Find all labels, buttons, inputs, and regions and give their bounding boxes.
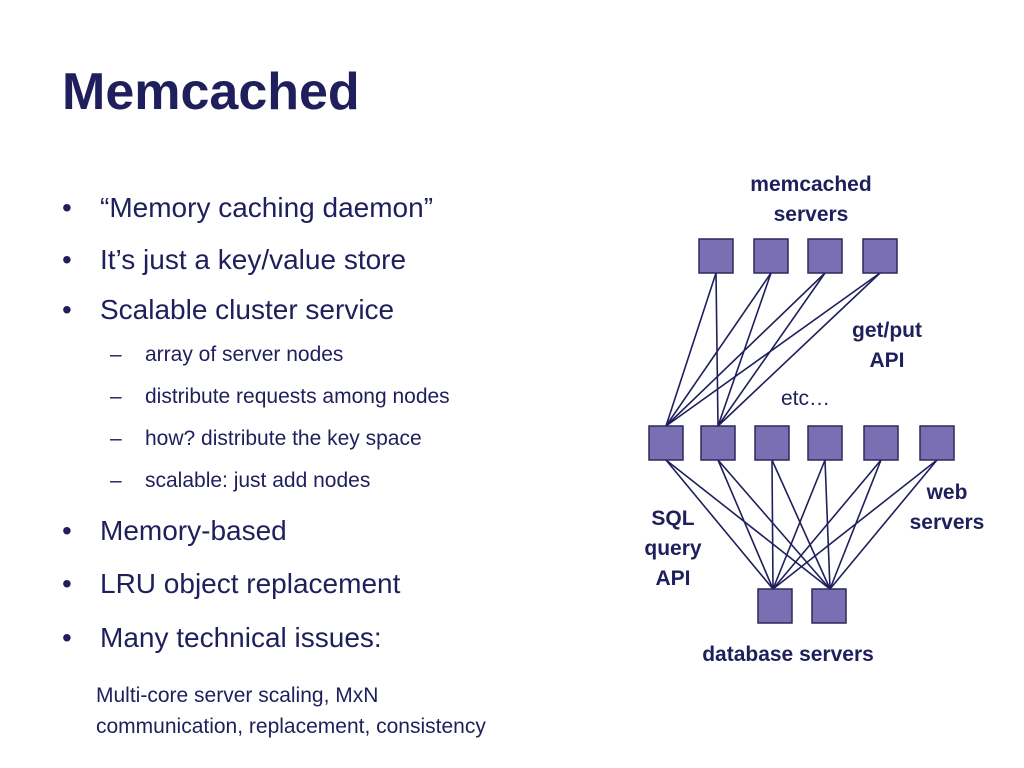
memcached-web-link (715, 272, 719, 427)
memcached-web-link (665, 272, 881, 427)
database-servers-label: database servers (702, 643, 874, 666)
web-db-link (665, 459, 774, 590)
sql-query-api-label: SQL query API (644, 507, 702, 590)
memcached-web-link (665, 272, 826, 427)
get-put-api-label: get/put API (852, 319, 922, 372)
memcached-web-link (717, 272, 881, 427)
database-server-node (757, 588, 793, 624)
database-server-node (811, 588, 847, 624)
web-db-link (665, 459, 831, 590)
technical-issues-note: Multi-core server scaling, MxN communica… (96, 684, 486, 738)
web-server-node (648, 425, 684, 461)
memcached-server-node (698, 238, 734, 274)
web-db-link (717, 459, 831, 590)
web-db-link (771, 459, 831, 590)
web-db-link (772, 459, 882, 590)
web-servers-label: web servers (909, 481, 985, 534)
memcached-web-link (717, 272, 826, 427)
memcached-server-node (807, 238, 843, 274)
memcached-servers-label: memcached servers (750, 173, 872, 226)
web-db-link (829, 459, 938, 590)
web-server-node (807, 425, 843, 461)
web-server-node (754, 425, 790, 461)
web-server-node (919, 425, 955, 461)
web-db-link (717, 459, 774, 590)
web-server-node (863, 425, 899, 461)
server-nodes (648, 238, 955, 624)
memcached-server-node (862, 238, 898, 274)
web-db-link (771, 459, 774, 590)
etc-label: etc… (781, 387, 831, 410)
connection-lines (665, 272, 938, 590)
web-server-node (700, 425, 736, 461)
web-db-link (772, 459, 826, 590)
slide-title: Memcached (62, 63, 360, 121)
memcached-server-node (753, 238, 789, 274)
memcached-web-link (665, 272, 772, 427)
memcached-web-link (665, 272, 717, 427)
web-db-link (772, 459, 938, 590)
